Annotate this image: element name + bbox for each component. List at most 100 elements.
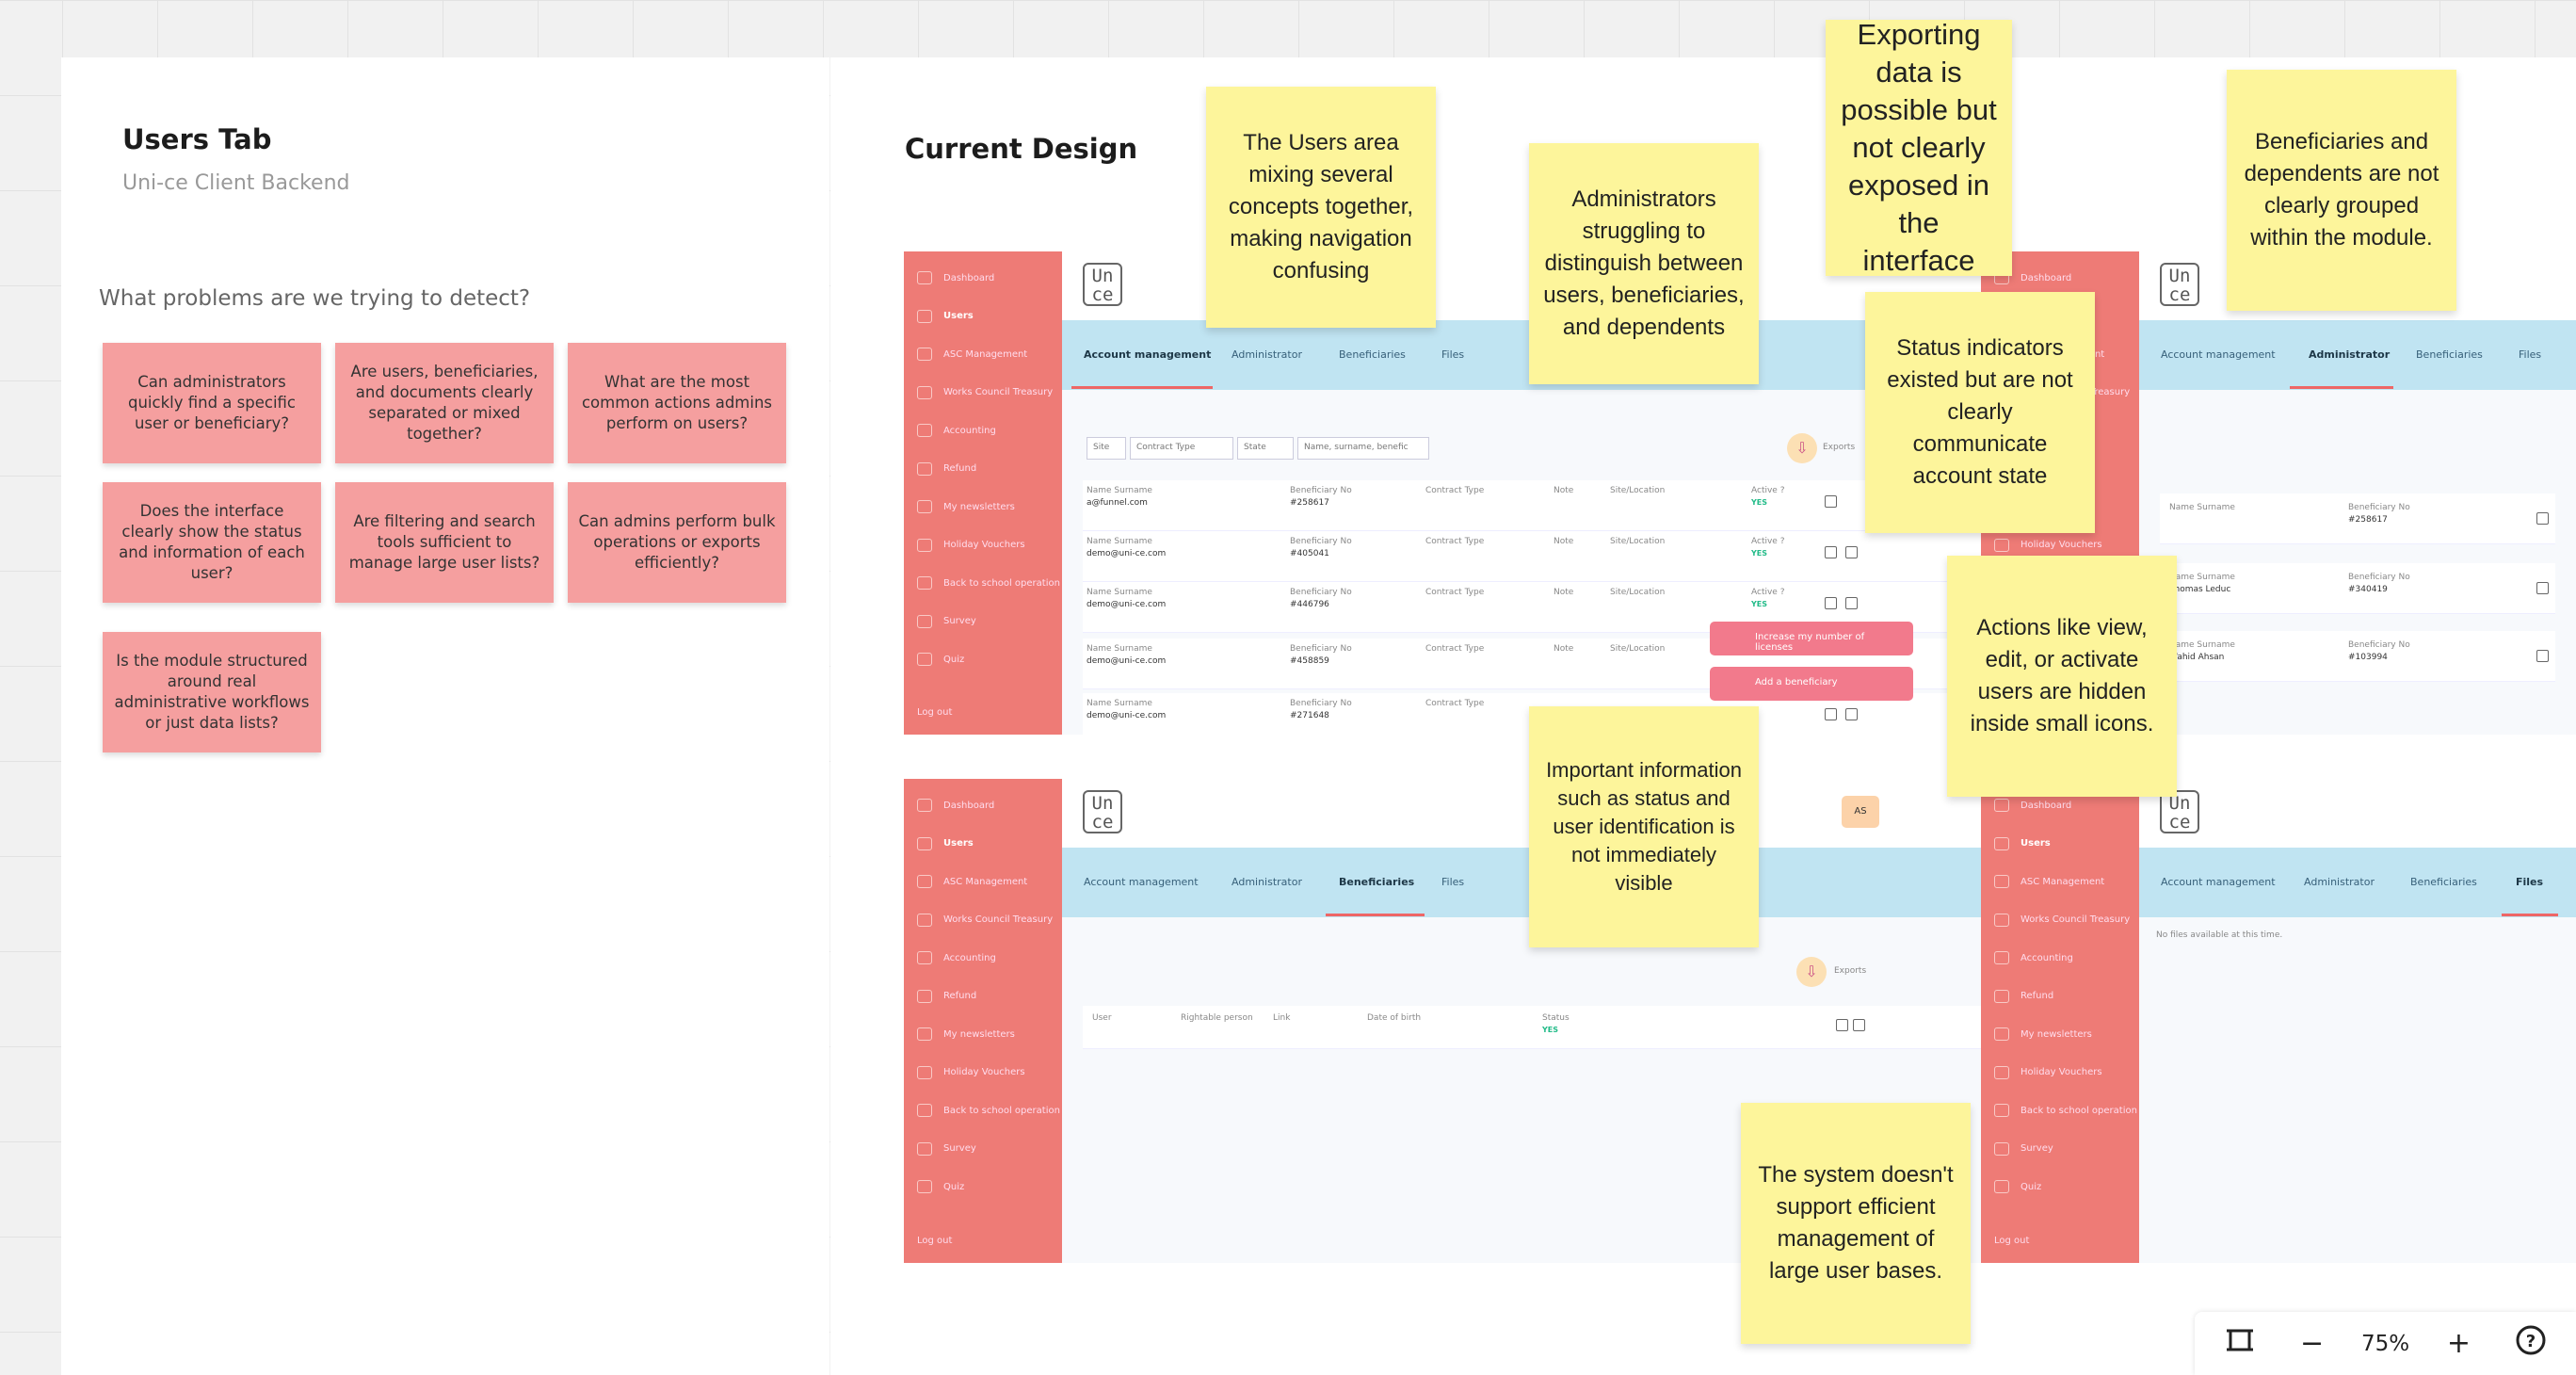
tab-administrator[interactable]: Administrator [2304,876,2375,888]
sidebar-item-accounting[interactable]: Accounting [1981,939,2139,978]
state-filter[interactable]: State [1237,437,1294,460]
sidebar-item-treasury[interactable]: Works Council Treasury [904,901,1062,940]
problem-card[interactable]: Are filtering and search tools sufficien… [335,482,554,603]
sidebar-item-users[interactable]: Users [904,825,1062,864]
tab-administrator[interactable]: Administrator [1232,876,1302,888]
sidebar-item-users[interactable]: Users [1981,825,2139,864]
tab-administrator[interactable]: Administrator [2309,348,2391,361]
logout-link[interactable]: Log out [917,1236,953,1246]
sidebar-item-vouchers[interactable]: Holiday Vouchers [1981,526,2139,565]
tab-account-management[interactable]: Account management [2161,876,2276,888]
table-row[interactable]: User Rightable person Link Date of birth… [1083,1006,1987,1049]
tab-beneficiaries[interactable]: Beneficiaries [2416,348,2483,361]
sidebar-item-backtoschool[interactable]: Back to school operation [904,564,1062,603]
delete-icon[interactable] [1853,1019,1865,1031]
export-icon[interactable]: ⇩ [1787,433,1817,463]
problem-card[interactable]: Can administrators quickly find a specif… [103,343,321,463]
sidebar-item-newsletters[interactable]: My newsletters [904,488,1062,526]
edit-icon[interactable] [1825,495,1837,508]
sticky-note[interactable]: The system doesn't support efficient man… [1741,1103,1971,1344]
sticky-note[interactable]: The Users area mixing several concepts t… [1206,87,1436,328]
help-icon[interactable]: ? [2508,1324,2553,1364]
delete-icon[interactable] [1845,597,1858,609]
sticky-note[interactable]: Beneficiaries and dependents are not cle… [2227,70,2456,311]
sticky-note[interactable]: Status indicators existed but are not cl… [1865,292,2095,533]
zoom-in-icon[interactable]: + [2446,1327,2471,1360]
tab-beneficiaries[interactable]: Beneficiaries [2410,876,2477,888]
edit-icon[interactable] [1825,708,1837,720]
sidebar-item-asc[interactable]: ASC Management [1981,863,2139,901]
tab-files[interactable]: Files [1441,876,1465,888]
sidebar-item-vouchers[interactable]: Holiday Vouchers [904,1054,1062,1092]
increase-licenses-button[interactable]: Increase my number of licenses [1710,622,1913,655]
sidebar-item-accounting[interactable]: Accounting [904,412,1062,450]
problem-card[interactable]: What are the most common actions admins … [568,343,786,463]
logout-link[interactable]: Log out [1994,1236,2030,1246]
sticky-note[interactable]: Actions like view, edit, or activate use… [1947,556,2177,797]
site-filter[interactable]: Site [1087,437,1126,460]
sidebar-item-newsletters[interactable]: My newsletters [1981,1015,2139,1054]
contract-type-filter[interactable]: Contract Type [1130,437,1233,460]
sidebar-item-vouchers[interactable]: Holiday Vouchers [904,526,1062,565]
edit-icon[interactable] [2536,650,2549,662]
table-row[interactable]: Name Surname Beneficiary No#258617 [2160,493,2555,544]
sidebar-item-survey[interactable]: Survey [904,1130,1062,1169]
problem-card[interactable]: Does the interface clearly show the stat… [103,482,321,603]
add-beneficiary-button[interactable]: Add a beneficiary [1710,667,1913,701]
tab-account-management[interactable]: Account management [1084,876,1199,888]
tab-files[interactable]: Files [2516,876,2544,888]
sidebar-item-accounting[interactable]: Accounting [904,939,1062,978]
edit-icon[interactable] [1836,1019,1848,1031]
sticky-note[interactable]: Exporting data is possible but not clear… [1826,18,2012,277]
sidebar-item-refund[interactable]: Refund [1981,978,2139,1016]
export-icon[interactable]: ⇩ [1796,957,1827,987]
edit-icon[interactable] [1825,597,1837,609]
search-input[interactable]: Name, surname, benefic [1297,437,1429,460]
edit-icon[interactable] [1825,546,1837,558]
sidebar-item-treasury[interactable]: Works Council Treasury [904,374,1062,412]
sidebar-item-vouchers[interactable]: Holiday Vouchers [1981,1054,2139,1092]
problem-card[interactable]: Are users, beneficiaries, and documents … [335,343,554,463]
delete-icon[interactable] [1845,708,1858,720]
tab-files[interactable]: Files [2519,348,2542,361]
edit-icon[interactable] [2536,582,2549,594]
problem-card[interactable]: Can admins perform bulk operations or ex… [568,482,786,603]
avatar[interactable]: AS [1842,796,1879,828]
sidebar-item-newsletters[interactable]: My newsletters [904,1015,1062,1054]
sidebar-item-users[interactable]: Users [904,298,1062,336]
logout-link[interactable]: Log out [917,707,953,718]
tab-account-management[interactable]: Account management [1084,348,1212,361]
sidebar-item-backtoschool[interactable]: Back to school operation [904,1092,1062,1130]
sidebar-item-treasury[interactable]: Works Council Treasury [1981,901,2139,940]
tab-administrator[interactable]: Administrator [1232,348,1302,361]
sidebar-item-dashboard[interactable]: Dashboard [1981,786,2139,825]
sidebar-item-asc[interactable]: ASC Management [904,335,1062,374]
sidebar-item-refund[interactable]: Refund [904,450,1062,489]
tab-beneficiaries[interactable]: Beneficiaries [1339,876,1415,888]
tab-beneficiaries[interactable]: Beneficiaries [1339,348,1406,361]
delete-icon[interactable] [1845,546,1858,558]
sidebar-item-refund[interactable]: Refund [904,978,1062,1016]
sidebar-item-quiz[interactable]: Quiz [904,640,1062,679]
sidebar-item-backtoschool[interactable]: Back to school operation [1981,1092,2139,1130]
sidebar-item-quiz[interactable]: Quiz [1981,1168,2139,1206]
sidebar-item-quiz[interactable]: Quiz [904,1168,1062,1206]
zoom-out-icon[interactable]: − [2299,1327,2325,1360]
fit-to-screen-icon[interactable] [2217,1324,2262,1364]
sticky-note[interactable]: Important information such as status and… [1529,706,1759,947]
sidebar-item-dashboard[interactable]: Dashboard [904,259,1062,298]
tab-account-management[interactable]: Account management [2161,348,2276,361]
sticky-note[interactable]: Administrators struggling to distinguish… [1529,143,1759,384]
sidebar-item-survey[interactable]: Survey [904,603,1062,641]
tab-files[interactable]: Files [1441,348,1465,361]
problem-card[interactable]: Is the module structured around real adm… [103,632,321,752]
sidebar-item-asc[interactable]: ASC Management [904,863,1062,901]
edit-icon[interactable] [2536,512,2549,525]
sidebar-item-dashboard[interactable]: Dashboard [904,786,1062,825]
sidebar-item-survey[interactable]: Survey [1981,1130,2139,1169]
